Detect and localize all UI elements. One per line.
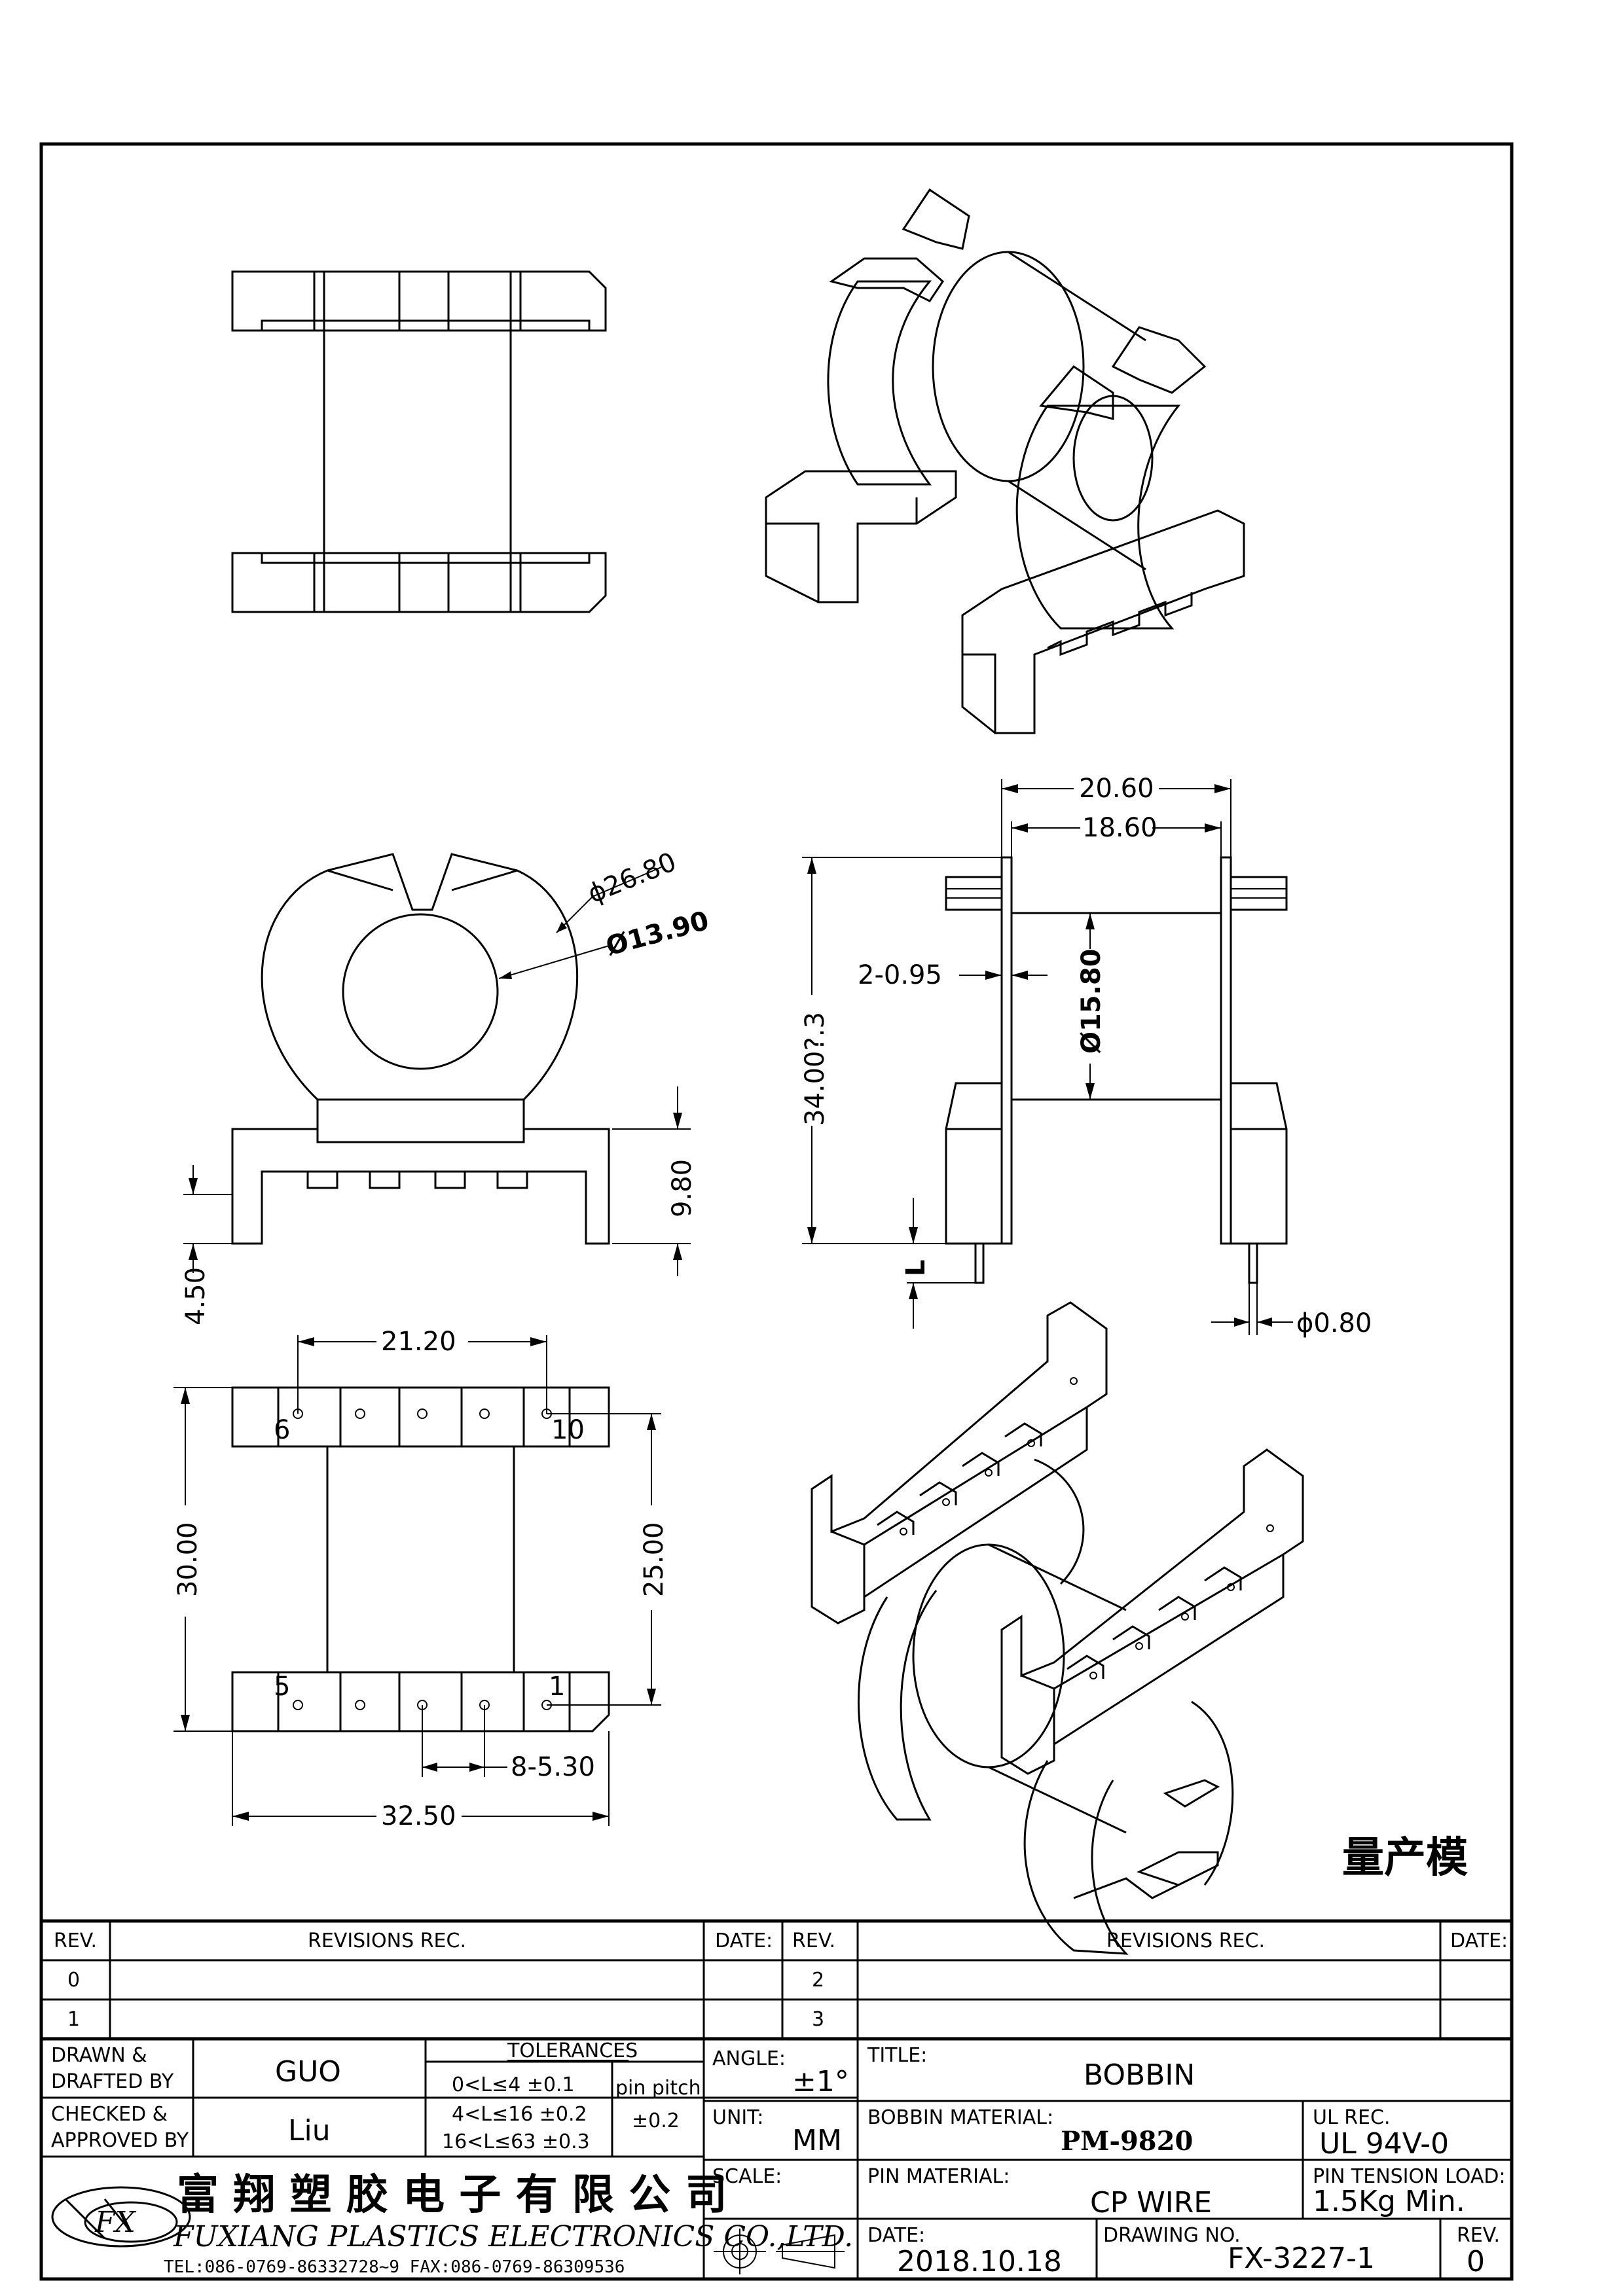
- date-label: DATE:: [867, 2224, 925, 2247]
- dim-total-height: 34.00?.3: [800, 1012, 830, 1126]
- iso-view-top: [765, 188, 1245, 734]
- pin-tension-label: PIN TENSION LOAD:: [1313, 2165, 1506, 2188]
- material-value: PM-9820: [1061, 2126, 1193, 2157]
- iso-view-bottom: [811, 1301, 1304, 1955]
- tolerances-label: TOLERANCES: [507, 2039, 638, 2062]
- revision-table: [41, 1919, 1512, 2041]
- production-stamp: 量产模: [1342, 1833, 1468, 1882]
- company-contact: TEL:086-0769-86332728~9 FAX:086-0769-863…: [164, 2257, 625, 2277]
- angle-label: ANGLE:: [712, 2047, 786, 2070]
- pin-tension-value: 1.5Kg Min.: [1313, 2185, 1465, 2218]
- revisions-rec-right: REVISIONS REC.: [1106, 1929, 1265, 1952]
- front-view: ϕ26.80 Ø13.90 9.80 4.50: [181, 847, 712, 1325]
- logo-text: FX: [94, 2206, 137, 2239]
- dim-pin-diameter: ϕ0.80: [1296, 1308, 1372, 1338]
- drawn-value: GUO: [275, 2055, 341, 2089]
- unit-value: MM: [792, 2124, 842, 2157]
- dim-inner-width: 18.60: [1082, 813, 1158, 843]
- drawn-label-2: DRAFTED BY: [51, 2070, 174, 2093]
- company-name-cn: 富 翔 塑 胶 电 子 有 限 公 司: [177, 2170, 727, 2219]
- angle-value: ±1°: [792, 2065, 849, 2098]
- drawing-no-value: FX-3227-1: [1228, 2242, 1375, 2275]
- rev-row-2: 2: [812, 1969, 824, 1992]
- title-value: BOBBIN: [1084, 2058, 1195, 2092]
- rev-row-1: 1: [67, 2008, 80, 2031]
- title-label: TITLE:: [867, 2044, 927, 2067]
- rev-row-0: 0: [67, 1969, 80, 1992]
- dim-pin-span: 21.20: [381, 1327, 456, 1357]
- rev-value: 0: [1467, 2245, 1485, 2278]
- ul-label: UL REC.: [1313, 2106, 1391, 2129]
- tolerance-1: 0<L≤4 ±0.1: [452, 2073, 575, 2096]
- dim-flange-width: 20.60: [1079, 774, 1154, 804]
- dim-row-spacing: 30.00: [173, 1522, 203, 1597]
- revisions-rec-left: REVISIONS REC.: [308, 1929, 466, 1952]
- rev-label: REV.: [1457, 2224, 1500, 2247]
- top-view: [231, 270, 607, 613]
- rev-row-3: 3: [812, 2008, 824, 2031]
- checked-label-1: CHECKED &: [51, 2103, 168, 2126]
- company-name-en: FUXIANG PLASTICS ELECTRONICS CO.,LTD.: [173, 2220, 853, 2253]
- pin-label-5: 5: [274, 1672, 290, 1702]
- pin-label-1: 1: [549, 1672, 565, 1702]
- date-value: 2018.10.18: [897, 2245, 1062, 2278]
- pin-material-label: PIN MATERIAL:: [867, 2165, 1010, 2188]
- unit-label: UNIT:: [712, 2106, 763, 2129]
- dim-pin-row-distance: 25.00: [639, 1522, 669, 1597]
- date-header-left: DATE:: [715, 1929, 773, 1952]
- ul-value: UL 94V-0: [1319, 2127, 1449, 2161]
- dim-base-width: 32.50: [381, 1801, 456, 1831]
- company-logo-icon: FX: [51, 2186, 191, 2248]
- rev-header-right: REV.: [792, 1929, 835, 1952]
- dim-wall: 2-0.95: [858, 960, 942, 990]
- pin-pitch-value: ±0.2: [632, 2109, 680, 2132]
- sheet-border: [39, 142, 1514, 2281]
- tolerance-3: 16<L≤63 ±0.3: [442, 2130, 590, 2153]
- dim-pin-offset: 4.50: [181, 1267, 211, 1325]
- dim-base-height: 9.80: [667, 1159, 697, 1217]
- drawn-label-1: DRAWN &: [51, 2044, 147, 2067]
- dim-core-diameter: Ø15.80: [1076, 948, 1106, 1054]
- dim-pin-pitch: 8-5.30: [511, 1752, 595, 1782]
- dim-pin-length: L: [901, 1260, 931, 1277]
- material-label: BOBBIN MATERIAL:: [867, 2106, 1053, 2129]
- pin-material-value: CP WIRE: [1090, 2186, 1212, 2219]
- checked-value: Liu: [288, 2114, 331, 2147]
- pin-label-6: 6: [274, 1415, 290, 1445]
- bottom-view: 6 10 5 1 21.20 30.00: [173, 1327, 669, 1831]
- date-header-right: DATE:: [1450, 1929, 1508, 1952]
- pin-pitch-label: pin pitch: [615, 2077, 701, 2100]
- dim-outer-diameter: ϕ26.80: [584, 847, 681, 909]
- title-block: [41, 2039, 1512, 2279]
- checked-label-2: APPROVED BY: [51, 2129, 189, 2152]
- dim-inner-diameter: Ø13.90: [603, 906, 712, 962]
- projection-symbol-icon: [714, 2229, 845, 2274]
- drawing-no-label: DRAWING NO.: [1103, 2224, 1241, 2247]
- side-view: 20.60 18.60 2-0.95 Ø15.80 34.00?.3: [800, 774, 1372, 1338]
- rev-header-left: REV.: [54, 1929, 97, 1952]
- scale-label: SCALE:: [712, 2165, 782, 2188]
- pin-label-10: 10: [551, 1415, 585, 1445]
- tolerance-2: 4<L≤16 ±0.2: [452, 2103, 587, 2126]
